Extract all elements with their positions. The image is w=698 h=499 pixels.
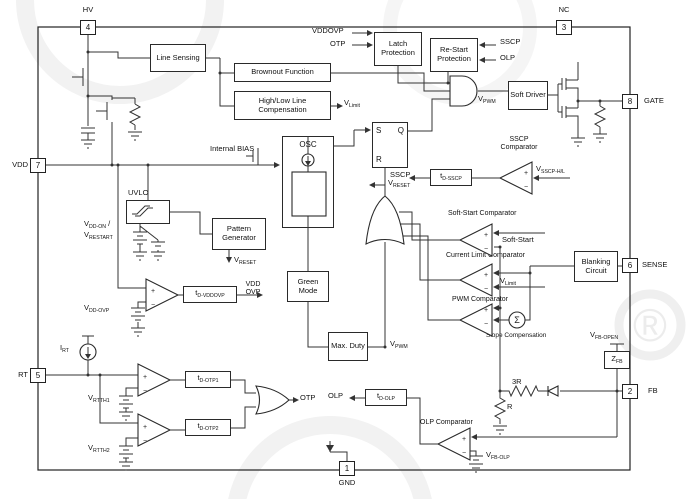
- block-td-vddovp: tD-VDDOVP: [183, 286, 237, 303]
- label-vddovp-input: VDDOVP: [312, 26, 344, 35]
- label-vpwm-maxduty: VPWM: [390, 339, 408, 350]
- label-3r-resistor: 3R: [512, 377, 522, 386]
- label-vrestart: VRESTART: [84, 230, 113, 241]
- label-vsscp-hl: VSSCP-H/L: [536, 164, 565, 175]
- label-vfb-olp: VFB-OLP: [486, 450, 510, 461]
- label-sscp-signal: SSCP: [390, 170, 411, 179]
- block-sr-latch: S Q R: [372, 122, 408, 168]
- pin-nc-number: 3: [556, 20, 572, 35]
- pin-vdd-label: VDD: [12, 160, 28, 169]
- label-vrtth1: VRTTH1: [88, 393, 110, 404]
- block-line-sensing: Line Sensing: [150, 44, 206, 72]
- label-vreset-pattern: VRESET: [234, 255, 257, 266]
- pin-hv-label: HV: [82, 5, 94, 14]
- label-vlimit-threshold: VLimit: [500, 276, 516, 287]
- block-green-mode: Green Mode: [287, 271, 329, 302]
- block-uvlo-schmitt: [126, 200, 170, 224]
- block-soft-driver: Soft Driver: [508, 81, 548, 110]
- pin-rt-label: RT: [18, 370, 28, 379]
- label-vdd-ovp-threshold: VDD-OVP: [84, 303, 110, 314]
- block-td-sscp: tD-SSCP: [430, 169, 472, 186]
- label-current-limit-comparator: Current Limit Comparator: [446, 252, 525, 259]
- latch-s-input: S: [376, 126, 382, 135]
- label-vreset-latch: VRESET: [388, 178, 411, 189]
- pin-nc-label: NC: [558, 5, 570, 14]
- block-restart-protection: Re-Start Protection: [430, 38, 478, 72]
- label-vrtth2: VRTTH2: [88, 443, 110, 454]
- block-latch-protection: Latch Protection: [374, 32, 422, 66]
- label-vdd-ovp-out: VDD OVP: [245, 281, 261, 296]
- label-vfb-open: VFB-OPEN: [590, 330, 619, 341]
- pin-gnd-number: 1: [339, 461, 355, 476]
- pin-vdd-number: 7: [30, 158, 46, 173]
- label-olp-comparator: OLP Comparator: [420, 419, 473, 426]
- pin-fb-label: FB: [648, 386, 658, 395]
- block-td-olp: tD-OLP: [365, 389, 407, 406]
- label-irt: IRT: [60, 343, 69, 354]
- pin-rt-number: 5: [30, 368, 46, 383]
- block-td-otp2: tD-OTP2: [185, 419, 231, 436]
- pin-gate-number: 8: [622, 94, 638, 109]
- label-sscp-input: SSCP: [500, 37, 521, 46]
- label-olp-input: OLP: [500, 53, 516, 62]
- label-pwm-comparator: PWM Comparator: [452, 296, 509, 303]
- pin-hv-number: 4: [80, 20, 96, 35]
- label-vpwm-driver: VPWM: [478, 94, 496, 105]
- block-zfb: ZFB: [604, 351, 630, 369]
- block-max-duty: Max. Duty: [328, 332, 368, 361]
- pin-sense-label: SENSE: [642, 260, 668, 269]
- label-r-resistor: R: [507, 402, 513, 411]
- pin-gnd-label: GND: [338, 478, 356, 487]
- block-highlow-line-compensation: High/Low Line Compensation: [234, 91, 331, 120]
- block-blanking-circuit: Blanking Circuit: [574, 251, 618, 282]
- block-osc: OSC: [282, 136, 334, 228]
- latch-q-output: Q: [397, 126, 404, 135]
- label-soft-start-signal: Soft-Start: [502, 235, 534, 244]
- label-otp-input: OTP: [330, 39, 346, 48]
- watermark-ring: [228, 416, 432, 499]
- pin-gate-label: GATE: [644, 96, 664, 105]
- label-otp-output: OTP: [300, 393, 316, 402]
- latch-r-input: R: [376, 154, 382, 164]
- label-vlimit-out: VLimit: [344, 98, 360, 109]
- pin-fb-number: 2: [622, 384, 638, 399]
- block-td-otp1: tD-OTP1: [185, 371, 231, 388]
- watermark-registered-mark: ®: [633, 299, 667, 351]
- label-slope-compensation: Slope Compensation: [486, 332, 547, 339]
- block-brownout-function: Brownout Function: [234, 63, 331, 82]
- label-olp-signal: OLP: [328, 391, 344, 400]
- label-soft-start-comparator: Soft-Start Comparator: [448, 210, 517, 217]
- block-pattern-generator: Pattern Generator: [212, 218, 266, 250]
- label-internal-bias: Internal BIAS: [210, 144, 255, 153]
- pin-sense-number: 6: [622, 258, 638, 273]
- label-uvlo: UVLO: [128, 188, 149, 197]
